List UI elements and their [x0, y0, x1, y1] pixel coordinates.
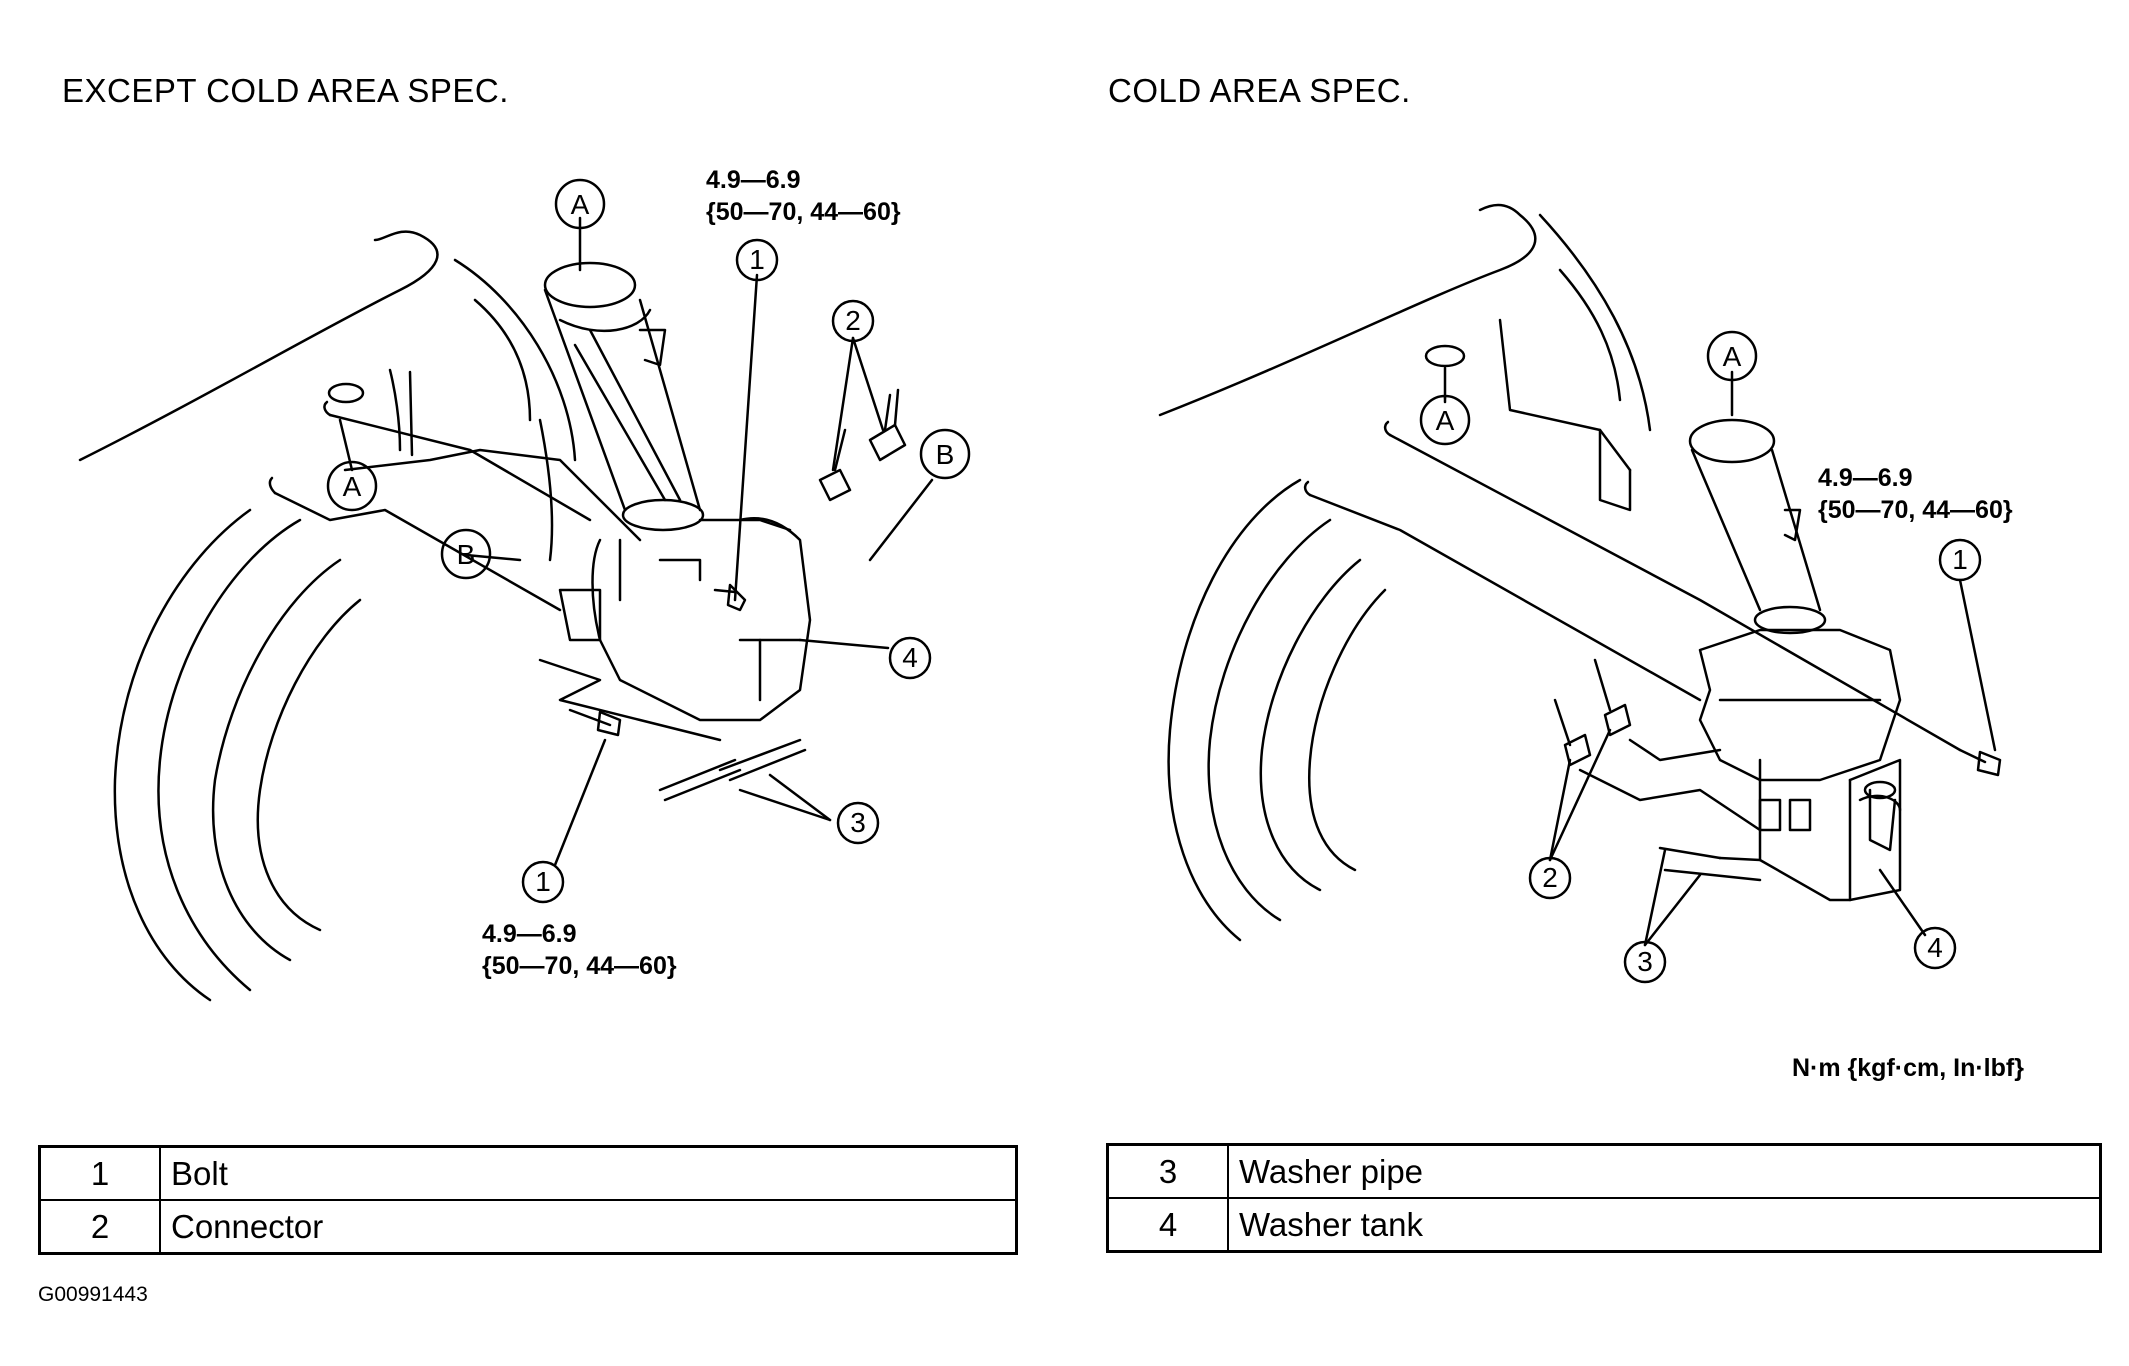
left-leader-lines	[338, 216, 934, 867]
callout-a-left-1: A	[571, 189, 590, 220]
table-row: 4 Washer tank	[1106, 1197, 2102, 1253]
left-body-outline	[78, 230, 577, 562]
left-wheel-arch	[113, 508, 362, 1002]
left-callout-circles	[326, 178, 971, 904]
left-mount-lines	[268, 382, 642, 612]
right-tank-body	[1698, 628, 1902, 902]
legend-number: 2	[38, 1199, 161, 1255]
figure-id: G00991443	[38, 1283, 148, 1306]
legend-table-left: 1 Bolt 2 Connector	[38, 1145, 1018, 1255]
callout-4-left: 4	[902, 642, 918, 673]
callout-1-left-top: 1	[749, 244, 765, 275]
right-callout-circles	[1419, 330, 1982, 984]
right-leader-lines	[1443, 370, 1997, 947]
torque-value: 4.9—6.9	[482, 920, 577, 948]
callout-4-right: 4	[1927, 932, 1943, 963]
right-torque: 4.9—6.9 {50—70, 44—60}	[1818, 462, 2013, 526]
right-bolt	[1958, 748, 2002, 777]
callout-a-right-2: A	[1436, 405, 1455, 436]
left-filler-neck	[543, 261, 705, 532]
legend-label: Connector	[159, 1199, 1018, 1255]
torque-value: 4.9—6.9	[1818, 464, 1913, 492]
callout-1-right: 1	[1952, 544, 1968, 575]
right-connectors	[1553, 658, 1762, 832]
legend-label: Washer pipe	[1227, 1143, 2102, 1199]
legend-number: 4	[1106, 1197, 1229, 1253]
callout-3-left: 3	[850, 807, 866, 838]
right-washer-pipes	[1658, 846, 1762, 882]
legend-label: Washer tank	[1227, 1197, 2102, 1253]
left-tank-body	[558, 516, 812, 722]
table-row: 3 Washer pipe	[1106, 1143, 2102, 1199]
callout-2-right: 2	[1542, 862, 1558, 893]
right-diagram-heading: COLD AREA SPEC.	[1108, 72, 1411, 109]
right-mount-lines	[1303, 344, 1962, 752]
legend-table-right: 3 Washer pipe 4 Washer tank	[1106, 1143, 2102, 1253]
callout-b-left-2: B	[936, 439, 955, 470]
left-washer-pipes	[538, 658, 807, 802]
torque-units: N·m {kgf·cm, In·lbf}	[1792, 1054, 2024, 1082]
legend-number: 1	[38, 1145, 161, 1201]
legend-number: 3	[1106, 1143, 1229, 1199]
left-diagram-heading: EXCEPT COLD AREA SPEC.	[62, 72, 509, 109]
torque-value: 4.9—6.9	[706, 166, 801, 194]
callout-b-left-1: B	[457, 539, 476, 570]
left-torque-top: 4.9—6.9 {50—70, 44—60}	[706, 164, 901, 228]
callout-3-right: 3	[1637, 946, 1653, 977]
callout-1-left-bottom: 1	[535, 866, 551, 897]
callout-2-left: 2	[845, 305, 861, 336]
left-connectors	[818, 388, 907, 502]
left-bolts	[568, 583, 747, 737]
torque-alt: {50—70, 44—60}	[706, 198, 901, 226]
right-filler-neck	[1688, 418, 1827, 635]
torque-alt: {50—70, 44—60}	[482, 952, 677, 980]
legend-label: Bolt	[159, 1145, 1018, 1201]
right-body-outline	[1158, 203, 1652, 512]
right-wheel-arch	[1167, 478, 1387, 942]
table-row: 1 Bolt	[38, 1145, 1018, 1201]
left-torque-bottom: 4.9—6.9 {50—70, 44—60}	[482, 918, 677, 982]
callout-a-right-1: A	[1723, 341, 1742, 372]
torque-alt: {50—70, 44—60}	[1818, 496, 2013, 524]
table-row: 2 Connector	[38, 1199, 1018, 1255]
callout-a-left-2: A	[343, 471, 362, 502]
